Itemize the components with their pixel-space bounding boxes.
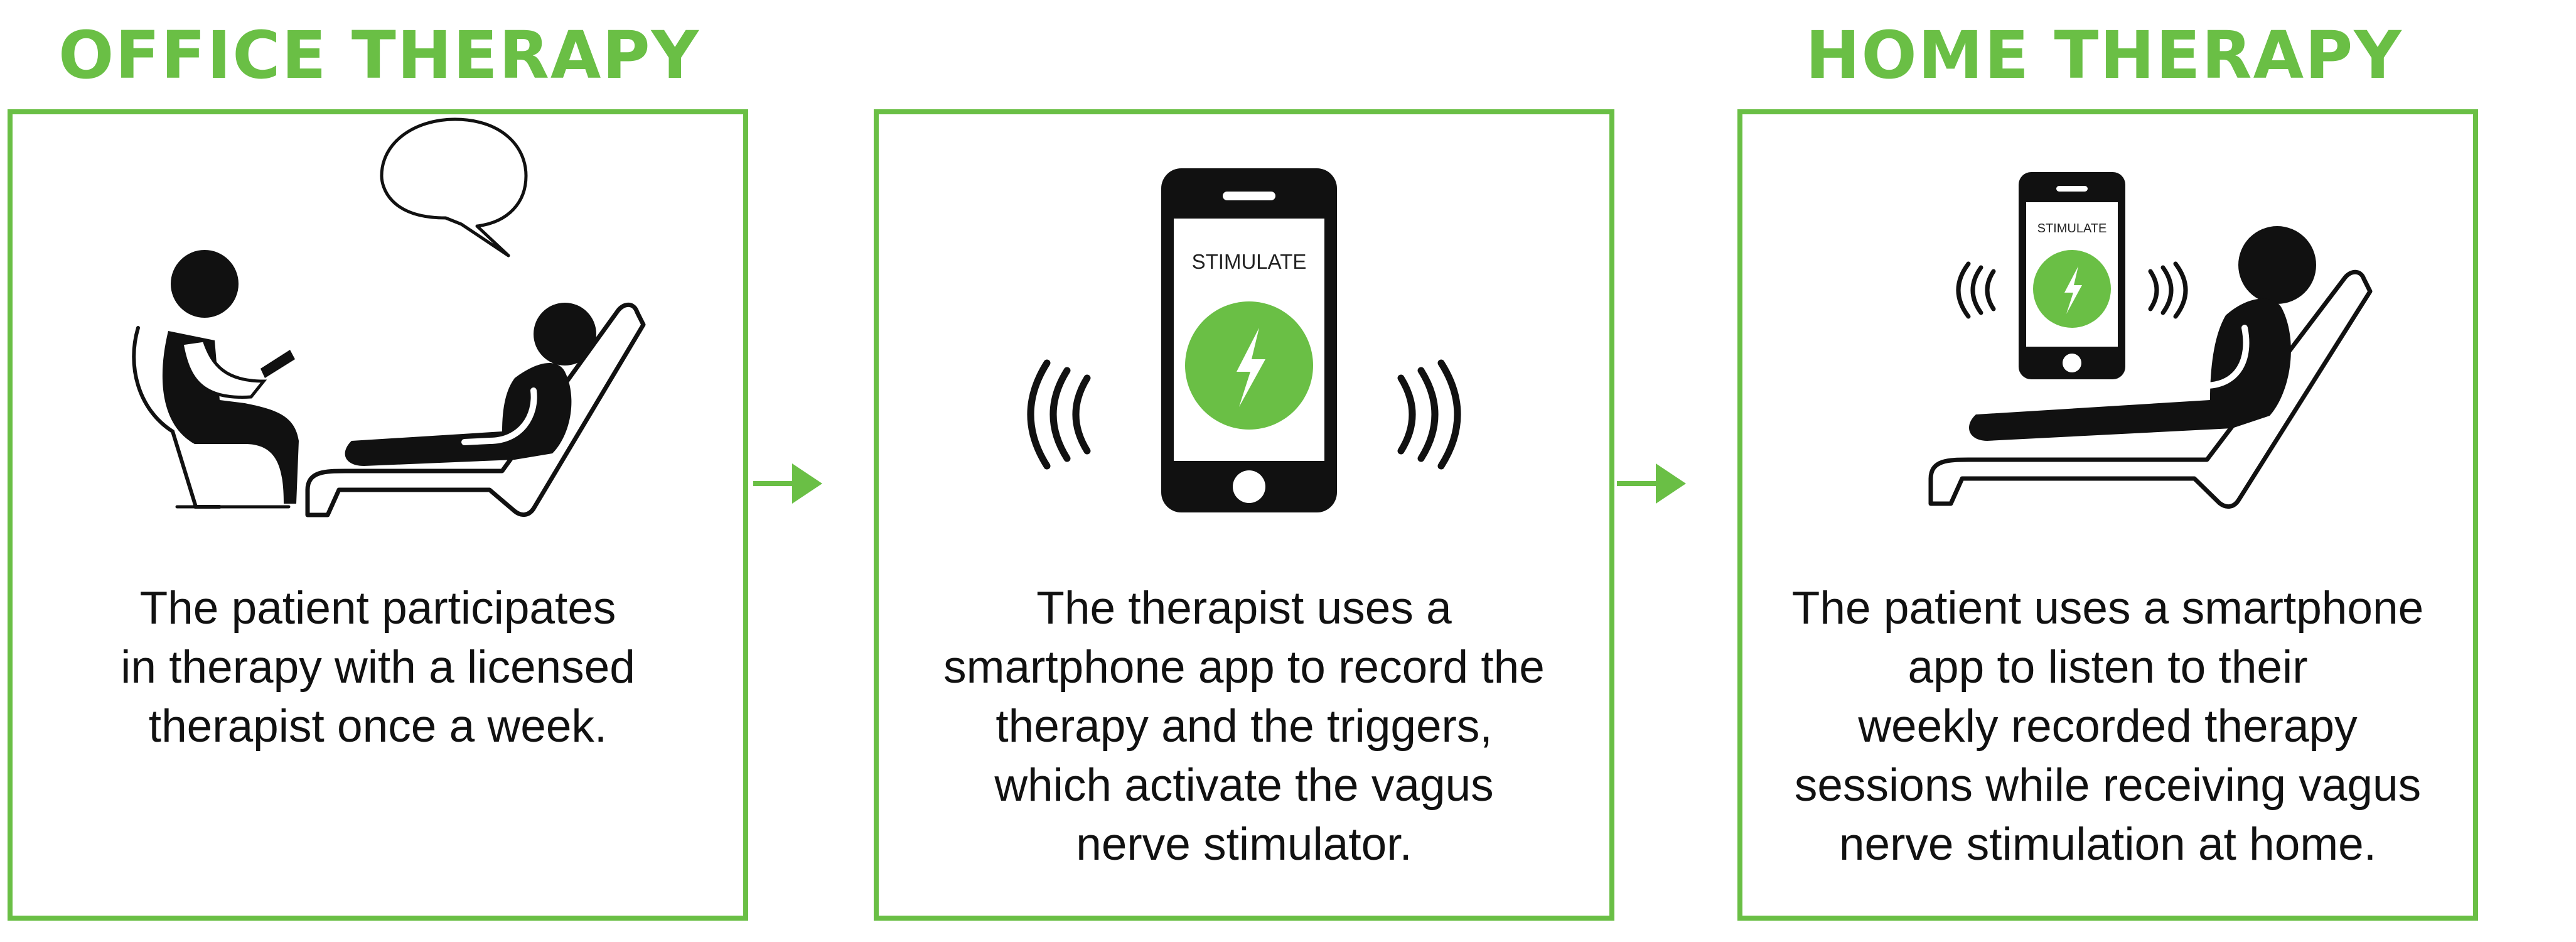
lightning-bolt-icon: [2064, 266, 2082, 314]
panel-record-therapy: STIMULATE The therapist uses a smartphon…: [874, 109, 1614, 921]
stimulate-label: STIMULATE: [1192, 250, 1307, 273]
panel-office-therapy: The patient participates in therapy with…: [8, 109, 748, 921]
caption-line: app to listen to their: [1908, 642, 2308, 693]
heading-office-therapy: OFFICE THERAPY: [58, 17, 700, 94]
patient-reclining-icon: [345, 303, 596, 466]
smartphone-icon: STIMULATE: [1161, 168, 1337, 512]
home-therapy-illustration: STIMULATE: [1928, 172, 2373, 509]
patient-reclining-icon: [1968, 226, 2316, 441]
vibration-waves-icon: [1397, 359, 1461, 470]
vibration-waves-icon: [1956, 261, 1996, 319]
couch-icon: [305, 302, 646, 517]
home-therapy-caption: The patient uses a smartphone app to lis…: [1755, 579, 2461, 874]
stimulate-label: STIMULATE: [2037, 222, 2107, 236]
lightning-bolt-icon: [1237, 328, 1265, 407]
record-therapy-caption: The therapist uses a smartphone app to r…: [891, 579, 1597, 874]
caption-line: The therapist uses a: [1036, 583, 1452, 634]
heading-home-therapy: HOME THERAPY: [1805, 17, 2403, 94]
office-therapy-caption: The patient participates in therapy with…: [25, 579, 731, 756]
therapist-seated-icon: [132, 250, 299, 509]
couch-icon: [1928, 269, 2373, 509]
caption-line: weekly recorded therapy: [1858, 701, 2358, 752]
caption-line: therapy and the triggers,: [996, 701, 1493, 752]
smartphone-stimulate-illustration: STIMULATE: [1027, 168, 1461, 512]
caption-line: which activate the vagus: [994, 760, 1494, 811]
caption-line: sessions while receiving vagus: [1794, 760, 2422, 811]
caption-line: nerve stimulator.: [1076, 819, 1412, 870]
office-therapy-illustration: [132, 117, 646, 517]
vibration-waves-icon: [1027, 359, 1091, 470]
caption-line: smartphone app to record the: [943, 642, 1545, 693]
caption-line: in therapy with a licensed: [121, 642, 635, 693]
caption-line: therapist once a week.: [148, 701, 608, 752]
caption-line: The patient uses a smartphone: [1791, 583, 2424, 634]
vibration-waves-icon: [2148, 261, 2188, 319]
panel-home-therapy: STIMULATE The patient uses a smartphone …: [1737, 109, 2478, 921]
caption-line: nerve stimulation at home.: [1838, 819, 2377, 870]
smartphone-icon: STIMULATE: [2019, 172, 2125, 379]
arrow-right-icon: [1617, 463, 1686, 504]
arrow-right-icon: [753, 463, 822, 504]
speech-bubble-icon: [380, 117, 528, 257]
caption-line: The patient participates: [139, 583, 616, 634]
